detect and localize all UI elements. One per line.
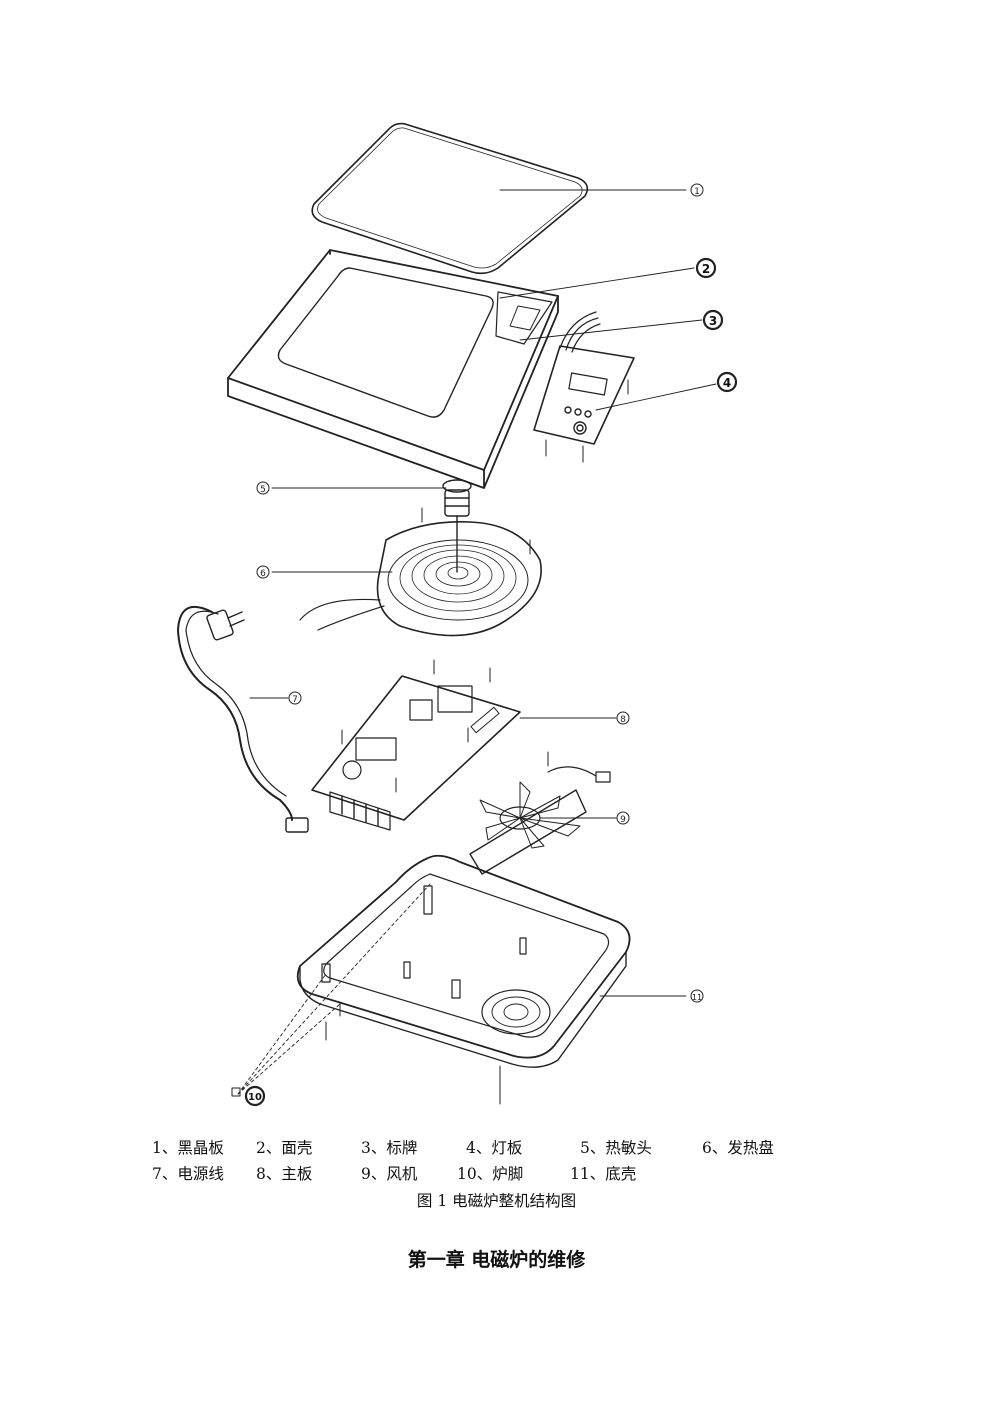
part-led-board bbox=[533, 345, 717, 463]
part-bottom-shell bbox=[296, 854, 687, 1105]
callout-1-text: 1 bbox=[694, 187, 700, 197]
part-power-cord bbox=[177, 606, 309, 833]
callout-4-text: 4 bbox=[723, 376, 731, 390]
part-thermal-sensor bbox=[271, 479, 472, 573]
part-feet bbox=[231, 883, 431, 1097]
legend-item: 4、灯板 bbox=[466, 1139, 523, 1157]
callout-4 bbox=[716, 371, 738, 393]
legend-item: 11、底壳 bbox=[570, 1165, 637, 1183]
callout-5-text: 5 bbox=[260, 485, 266, 495]
screws bbox=[341, 507, 549, 793]
callout-11 bbox=[690, 989, 704, 1003]
part-main-board bbox=[311, 675, 617, 831]
callout-1 bbox=[690, 183, 704, 197]
callout-6 bbox=[256, 565, 270, 579]
exploded-view-diagram: 1 2 3 4 5 6 7 8 9 10 11 bbox=[177, 122, 738, 1107]
callout-labels: 1 2 3 4 5 6 7 8 9 10 11 bbox=[244, 183, 738, 1107]
legend-item: 1、黑晶板 bbox=[152, 1139, 224, 1157]
chapter-heading: 第一章 电磁炉的维修 bbox=[407, 1249, 586, 1271]
figure-caption: 图 1 电磁炉整机结构图 bbox=[416, 1192, 577, 1210]
callout-11-text: 11 bbox=[692, 993, 702, 1002]
legend-item: 7、电源线 bbox=[152, 1165, 224, 1183]
part-fan bbox=[469, 766, 617, 875]
legend-item: 6、发热盘 bbox=[702, 1139, 774, 1157]
part-black-crystal-plate bbox=[311, 122, 687, 275]
callout-7 bbox=[288, 691, 302, 705]
callout-6-text: 6 bbox=[260, 569, 266, 579]
part-nameplate bbox=[519, 311, 703, 353]
legend-item: 8、主板 bbox=[256, 1165, 313, 1183]
callout-2 bbox=[695, 257, 717, 279]
callout-3 bbox=[702, 309, 724, 331]
part-top-shell bbox=[227, 249, 695, 489]
legend-item: 3、标牌 bbox=[361, 1139, 418, 1157]
callout-10-text: 10 bbox=[248, 1092, 262, 1103]
callout-8 bbox=[616, 711, 630, 725]
legend-item: 2、面壳 bbox=[256, 1139, 313, 1157]
callout-3-text: 3 bbox=[709, 314, 717, 328]
callout-10 bbox=[244, 1085, 266, 1107]
callout-5 bbox=[256, 481, 270, 495]
callout-2-text: 2 bbox=[702, 262, 710, 276]
legend-item: 5、热敏头 bbox=[580, 1139, 652, 1157]
part-heating-coil bbox=[271, 521, 542, 637]
callout-7-text: 7 bbox=[292, 695, 298, 705]
callout-9 bbox=[616, 811, 630, 825]
legend-item: 9、风机 bbox=[361, 1165, 418, 1183]
legend-item: 10、炉脚 bbox=[457, 1165, 524, 1183]
callout-8-text: 8 bbox=[620, 715, 626, 725]
callout-9-text: 9 bbox=[620, 815, 626, 825]
